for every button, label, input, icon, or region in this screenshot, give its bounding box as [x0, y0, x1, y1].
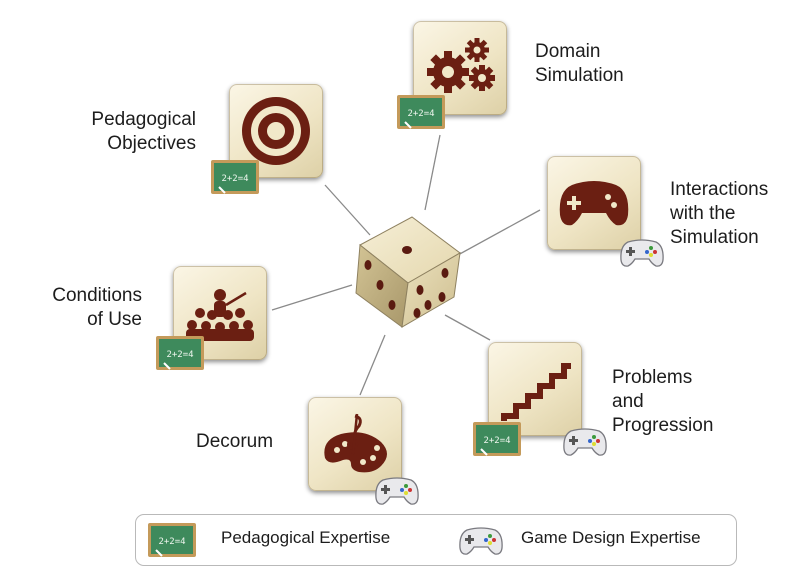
staircase-icon	[501, 363, 571, 421]
dice-icon	[355, 216, 461, 328]
decorum-tile	[308, 397, 402, 491]
problems-progression-tile	[488, 342, 582, 436]
gamepad-icon	[459, 524, 503, 556]
chalkboard-icon: 2+2=4	[397, 95, 445, 129]
gamepad-icon	[559, 181, 629, 226]
interactions-tile	[547, 156, 641, 250]
gears-icon	[427, 38, 495, 93]
chalkboard-icon: 2+2=4	[148, 523, 196, 557]
connector-interactions	[457, 209, 541, 256]
chalkboard-icon: 2+2=4	[211, 160, 259, 194]
target-icon	[242, 97, 310, 165]
legend-game-design-label: Game Design Expertise	[521, 528, 701, 547]
svg-text:2+2=4: 2+2=4	[221, 174, 248, 184]
svg-text:2+2=4: 2+2=4	[158, 537, 185, 547]
connector-conditions	[271, 284, 353, 311]
decorum-label: Decorum	[196, 431, 274, 452]
connector-objectives	[324, 184, 371, 236]
svg-text:2+2=4: 2+2=4	[483, 436, 510, 446]
connector-domain	[424, 134, 441, 211]
connector-problems	[444, 314, 491, 341]
chalkboard-icon: 2+2=4	[473, 422, 521, 456]
gamepad-icon	[620, 236, 664, 268]
connector-decorum	[359, 334, 386, 396]
svg-text:2+2=4: 2+2=4	[407, 109, 434, 119]
gamepad-icon	[375, 474, 419, 506]
palette-icon	[324, 413, 387, 473]
legend: 2+2=4 Pedagogical Expertise Game Design …	[135, 514, 737, 566]
legend-pedagogical-label: Pedagogical Expertise	[221, 528, 391, 547]
svg-text:2+2=4: 2+2=4	[166, 350, 193, 360]
gamepad-icon	[563, 425, 607, 457]
chalkboard-icon: 2+2=4	[156, 336, 204, 370]
